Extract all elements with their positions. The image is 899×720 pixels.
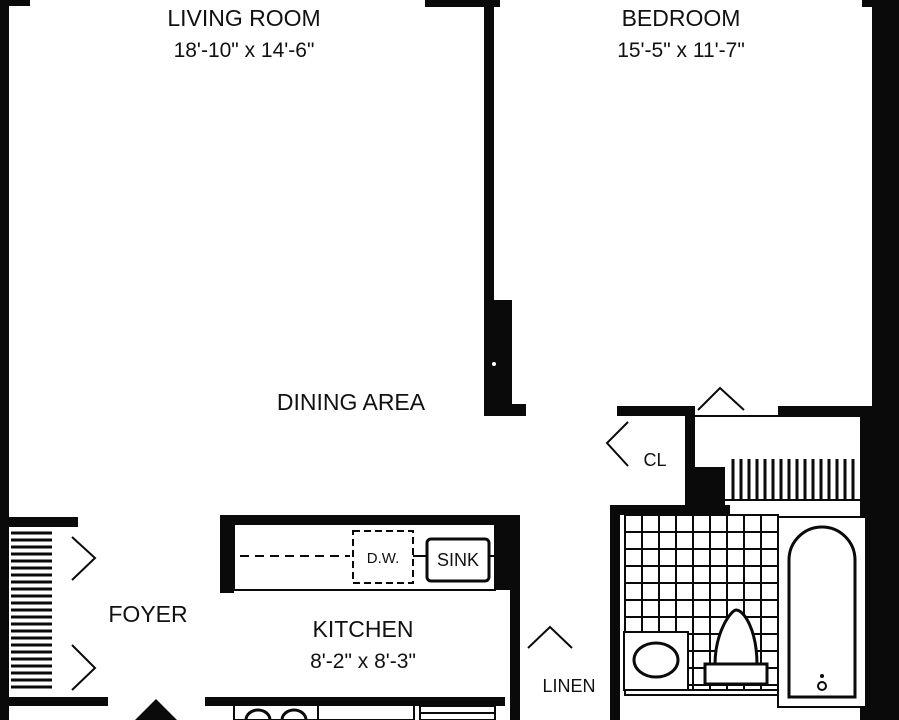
- toilet: [713, 608, 759, 667]
- wall-kitchen-bottom: [205, 697, 505, 706]
- foyer-closet-door-upper: [71, 536, 97, 581]
- entry-door-marker: [135, 699, 177, 720]
- wall-closet-block: [685, 467, 725, 512]
- foyer-closet: [11, 531, 97, 691]
- wall-bath-top: [610, 505, 730, 515]
- sink: [425, 537, 491, 583]
- wall-bath-left: [610, 505, 620, 720]
- wall-right-outer: [872, 0, 899, 720]
- bedroom-label: BEDROOM: [622, 5, 741, 31]
- kitchen-counter: D.W. SINK: [233, 523, 496, 720]
- linen-closet-door: [527, 625, 573, 649]
- linen-label: LINEN: [542, 676, 595, 696]
- dining-area-label: DINING AREA: [277, 389, 426, 415]
- bedroom-closet: [527, 386, 860, 649]
- kitchen-label: KITCHEN: [313, 616, 414, 642]
- dishwasher: [352, 530, 414, 584]
- bathtub-inner: [787, 525, 857, 699]
- kitchen-dims: 8'-2" x 8'-3": [310, 650, 416, 673]
- range-burner: [244, 708, 308, 720]
- tub-drain: [817, 681, 827, 691]
- living-room-label: LIVING ROOM: [167, 5, 320, 31]
- wall-left-outer: [0, 0, 9, 720]
- wall-partition-block: [484, 300, 512, 416]
- tub-faucet: [820, 674, 824, 678]
- lower-counter: [233, 703, 415, 720]
- wall-closet-side: [685, 406, 695, 512]
- cl-closet-door: [605, 421, 629, 467]
- bedroom-closet-door: [697, 386, 745, 411]
- wall-kitchen-left: [220, 515, 234, 593]
- outlet-dot: [492, 362, 496, 366]
- vanity-basin: [632, 641, 680, 679]
- wall-foyer-bottom: [0, 697, 108, 706]
- toilet-tank: [703, 662, 769, 686]
- wall-kitchen-right-thick: [495, 515, 520, 590]
- foyer-closet-door-lower: [71, 644, 97, 691]
- wall-top-left: [0, 0, 30, 6]
- wall-foyer-top: [0, 517, 78, 527]
- dishwasher-label: D.W.: [367, 550, 400, 567]
- wall-partition-foot: [484, 404, 526, 416]
- wall-bedroom-closet-right: [778, 406, 872, 416]
- sink-label: SINK: [437, 550, 479, 570]
- wall-top-mid: [425, 0, 500, 7]
- wall-living-bedroom: [484, 0, 494, 416]
- living-room-dims: 18'-10" x 14'-6": [174, 39, 315, 62]
- bathroom: [623, 514, 867, 708]
- wall-kitchen-right: [510, 515, 520, 720]
- wall-bedroom-closet-left: [617, 406, 695, 416]
- closet-label: CL: [643, 450, 666, 470]
- bedroom-dims: 15'-5" x 11'-7": [617, 39, 745, 62]
- foyer-label: FOYER: [108, 601, 187, 627]
- wall-kitchen-top: [220, 515, 520, 524]
